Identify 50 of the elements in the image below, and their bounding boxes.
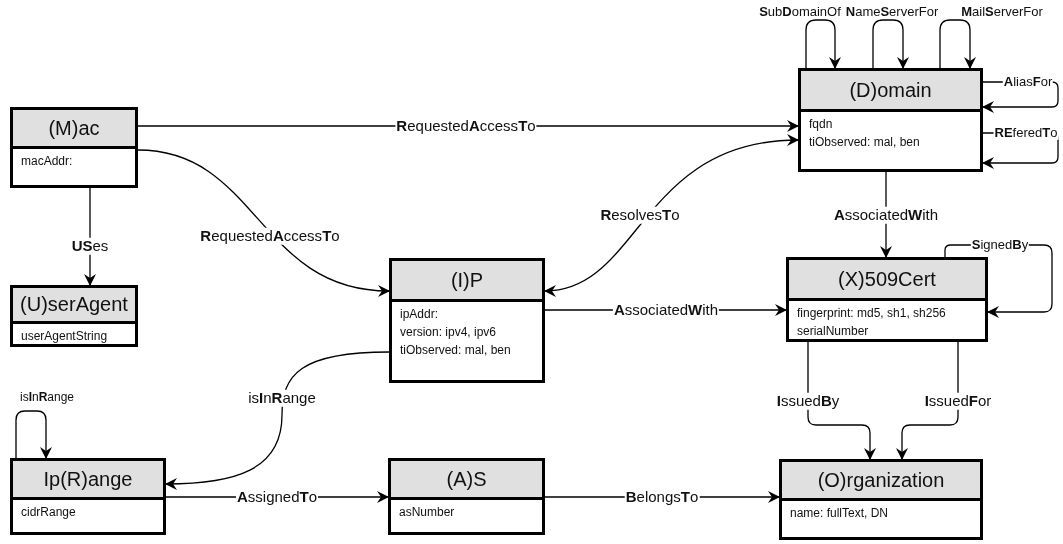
edge-label: RequestedAccessTo [395,117,537,135]
entity-title: (X)509Cert [838,267,936,291]
entity-box [10,107,138,188]
attribute-text: cidrRange [21,505,77,519]
entity-box [786,257,988,342]
entity-box [10,285,138,347]
attribute-text: version: ipv4, ipv6 [400,325,498,339]
attribute-text: fqdn [809,117,834,131]
edge-label: IssuedBy [775,392,841,410]
attribute-text: asNumber [399,505,456,519]
edge-label: ResolvesTo [599,206,681,224]
arrow [807,341,876,460]
edge-label: isInRange [247,389,317,407]
arrow [805,19,841,69]
entity-box [10,458,166,535]
arrow [872,19,909,69]
edge-label: BelongsTo [624,488,700,506]
entity-box [389,258,545,383]
entity-title: (I)P [450,268,484,292]
attribute-text: serialNumber [797,324,870,338]
entity-title: (M)ac [48,116,100,140]
arrow [165,351,390,490]
entity-box [779,459,983,540]
entity-title: (A)S [446,467,487,491]
entity-title: Ip(R)ange [43,467,133,491]
arrow [896,341,959,460]
entity-box [388,458,545,535]
attribute-text: macAddr: [21,154,74,168]
entity-title: (D)omain [849,78,932,102]
attribute-text: ipAddr: [400,307,440,321]
edge-label: isInRange [18,391,76,405]
edge-label: IssuedFor [923,392,993,410]
edge-label: USes [70,237,110,255]
attribute-text: userAgentString [21,329,109,343]
arrow [137,149,390,296]
edge-label: AssociatedWith [832,206,940,224]
edge-label: SignedBy [970,237,1030,253]
attribute-text: tiObserved: mal, ben [809,135,921,149]
entity-title: (O)rganization [817,468,945,492]
entity-title: (U)serAgent [20,293,128,316]
arrow [939,19,976,69]
arrow [544,134,799,296]
attribute-text: tiObserved: mal, ben [400,343,512,357]
edge-label: RequestedAccessTo [199,227,341,245]
attribute-text: fingerprint: md5, sh1, sh256 [797,306,947,320]
edge-label: AssignedTo [235,488,319,506]
entity-box [798,68,983,172]
edge-label: REferedTo [993,125,1059,141]
arrow [15,410,52,459]
attribute-text: name: fullText, DN [790,506,890,520]
